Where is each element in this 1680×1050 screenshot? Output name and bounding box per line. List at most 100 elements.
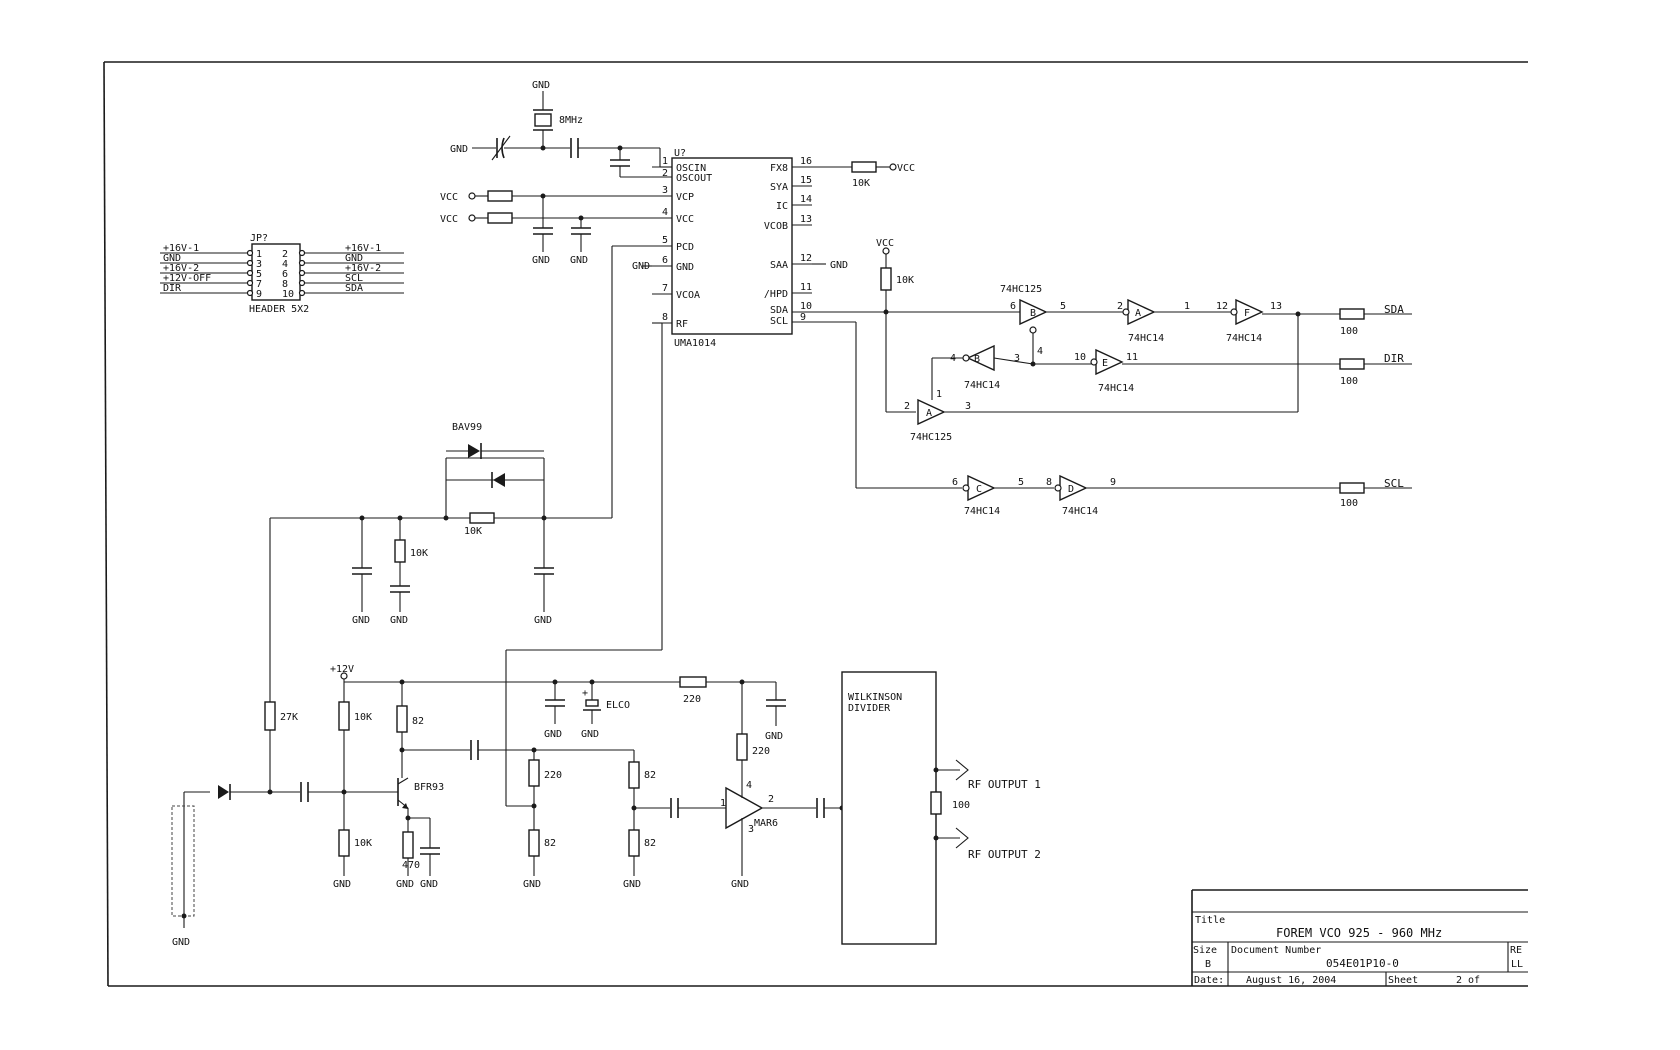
ic-pin-name: SDA	[770, 305, 788, 316]
att-shunt3-label: 82	[644, 838, 656, 849]
gnd-label: GND	[333, 879, 351, 890]
vcc-supply-inputs: VCC VCC GND GND GND GND	[440, 190, 848, 272]
title-label: Title	[1195, 915, 1225, 926]
header-left-label: +12V-OFF	[163, 273, 211, 284]
header-pin: 1	[256, 249, 262, 260]
elco-plus: +	[582, 688, 588, 699]
header-pin: 4	[282, 259, 288, 270]
diode-label: BAV99	[452, 422, 482, 433]
ic-pin-name: VCP	[676, 192, 694, 203]
header-pin: 10	[282, 289, 294, 300]
collector-resistor-label: 82	[412, 716, 424, 727]
wilkinson-divider: WILKINSON DIVIDER 100 RF OUTPUT 1 RF OUT…	[841, 671, 1041, 945]
ic-pin-num: 4	[662, 207, 668, 218]
gate-type: 74HC125	[1000, 284, 1042, 295]
dir-net-label: DIR	[1384, 352, 1404, 365]
inverter-gate	[966, 344, 995, 372]
sheet-label: Sheet	[1388, 975, 1418, 986]
scl-resistor-label: 100	[1340, 498, 1358, 509]
gate-id: A	[1135, 308, 1141, 319]
gnd-label: GND	[396, 879, 414, 890]
gnd-label: GND	[581, 729, 599, 740]
gate-pin: 4	[1037, 346, 1043, 357]
vcc-label: VCC	[897, 163, 915, 174]
header-pin: 7	[256, 279, 262, 290]
loop-filter: BAV99 10K GND 10K GND GND	[269, 245, 652, 702]
rf-output2-label[interactable]: RF OUTPUT 2	[968, 848, 1041, 861]
gnd-label: GND	[623, 879, 641, 890]
buffer-gate	[917, 398, 946, 426]
ic-pin-name: SYA	[770, 182, 788, 193]
gate-pin: 8	[1046, 477, 1052, 488]
header-right-label: SCL	[345, 273, 363, 284]
ic-pin-num: 16	[800, 156, 812, 167]
gate-id: A	[926, 408, 932, 419]
gate-pin: 12	[1216, 301, 1228, 312]
gate-pin: 11	[1126, 352, 1138, 363]
pullup-resistor-label: 10K	[896, 275, 914, 286]
fx8-resistor: VCC 10K	[812, 161, 915, 189]
header-pin: 2	[282, 249, 288, 260]
header-name: HEADER 5X2	[249, 304, 309, 315]
vcc-label: VCC	[440, 192, 458, 203]
ic-pin-name: /HPD	[764, 289, 788, 300]
divider-resistor-label: 100	[952, 800, 970, 811]
ic-pin-num: 10	[800, 301, 812, 312]
gnd-label: GND	[352, 615, 370, 626]
gnd-label: GND	[632, 261, 650, 272]
rev-label: RE	[1510, 945, 1522, 956]
gate-pin: 6	[1010, 301, 1016, 312]
bias-bot-resistor-label: 10K	[354, 838, 372, 849]
gate-id: F	[1244, 308, 1250, 319]
header-right-label: +16V-2	[345, 263, 381, 274]
header-pin: 3	[256, 259, 262, 270]
header-left-label: DIR	[163, 283, 182, 294]
gate-id: C	[976, 484, 982, 495]
gate-type: 74HC14	[1062, 506, 1098, 517]
ic-pin-name: VCOB	[764, 221, 788, 232]
i2c-logic: VCC 10K B 6 5 74HC125 4 A 2 1 74HC14 F 1…	[812, 238, 1412, 517]
ic-name: UMA1014	[674, 338, 716, 349]
gnd-label: GND	[570, 255, 588, 266]
amp-pin: 1	[720, 798, 726, 809]
header-pin: 5	[256, 269, 262, 280]
header-left-label: +16V-1	[163, 243, 199, 254]
rf-output1-label[interactable]: RF OUTPUT 1	[968, 778, 1041, 791]
gate-pin: 2	[1117, 301, 1123, 312]
feed-resistor-label: 220	[683, 694, 701, 705]
gnd-label: GND	[420, 879, 438, 890]
ic-pin-name: RF	[676, 319, 688, 330]
ic-pin-num: 1	[662, 156, 668, 167]
size-label: Size	[1193, 945, 1217, 956]
v12-label: +12V	[330, 664, 354, 675]
gnd-label: GND	[523, 879, 541, 890]
gate-id: E	[1102, 358, 1108, 369]
ic-pin-num: 12	[800, 253, 812, 264]
gate-pin: 13	[1270, 301, 1282, 312]
gnd-label: GND	[544, 729, 562, 740]
sda-resistor-label: 100	[1340, 326, 1358, 337]
gate-pin: 5	[1018, 477, 1024, 488]
gnd-label: GND	[450, 144, 468, 155]
vcc-label: VCC	[876, 238, 894, 249]
gnd-label: GND	[731, 879, 749, 890]
gate-pin: 6	[952, 477, 958, 488]
gnd-label: GND	[172, 937, 190, 948]
amp-pin: 2	[768, 794, 774, 805]
size-value: B	[1205, 959, 1211, 970]
fx8-resistor-label: 10K	[852, 178, 870, 189]
output-amplifier: GND + ELCO GND 220 GND 220 82 GND 82 82 …	[506, 676, 845, 890]
vcc-label: VCC	[440, 214, 458, 225]
gate-id: B	[974, 354, 980, 365]
gate-pin: 10	[1074, 352, 1086, 363]
scl-net-label: SCL	[1384, 477, 1404, 490]
header-left-label: GND	[163, 253, 181, 264]
emitter-resistor-label: 470	[402, 860, 420, 871]
att-shunt2-label: 82	[544, 838, 556, 849]
docnum-value: 054E01P10-0	[1326, 957, 1399, 970]
gate-type: 74HC14	[1098, 383, 1134, 394]
ic-pin-num: 15	[800, 175, 812, 186]
mar6-amplifier	[725, 786, 764, 830]
ic-pin-name: VCC	[676, 214, 694, 225]
